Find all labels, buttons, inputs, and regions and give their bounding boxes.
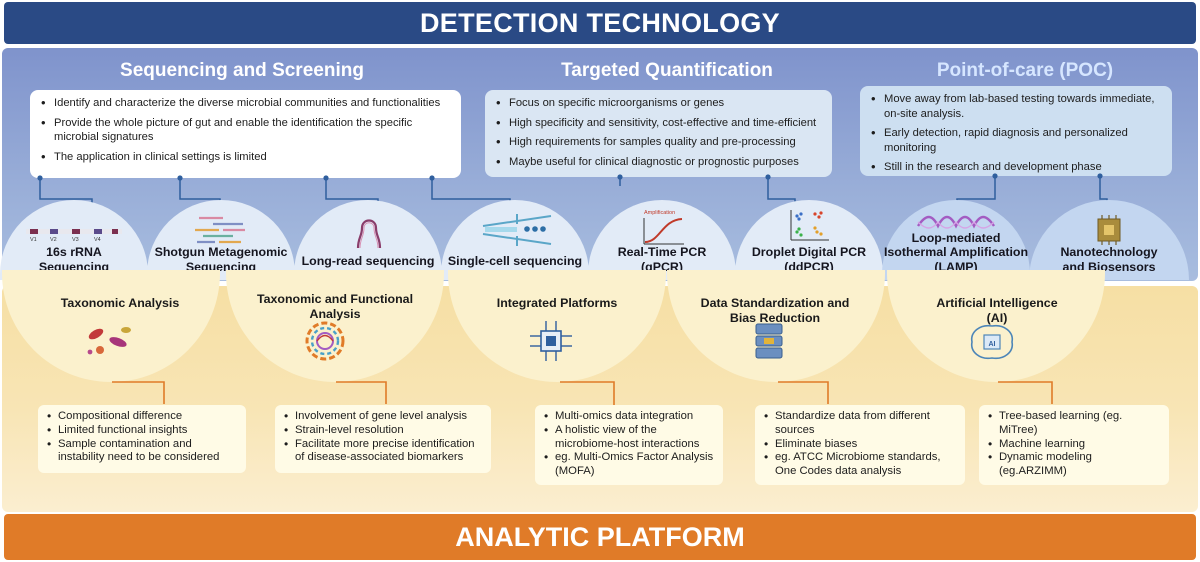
analytic-title-line: Data Standardization and <box>700 296 850 310</box>
analytic-title-line: Taxonomic and Functional <box>256 292 414 306</box>
analytic-bullet: eg. Multi-Omics Factor Analysis (MOFA) <box>544 450 715 479</box>
sequencing-bullet: Identify and characterize the diverse mi… <box>41 95 451 111</box>
analytic-title-functional: Taxonomic and Functional Analysis <box>240 292 430 322</box>
analytic-bullet: Multi-omics data integration <box>544 409 715 424</box>
gene-label: V2 <box>50 237 57 242</box>
analytic-title-line: Bias Reduction <box>729 310 821 325</box>
database-icon <box>755 323 783 359</box>
analytic-bullet: A holistic view of the microbiome-host i… <box>544 423 715 452</box>
gene-label: V4 <box>94 237 101 242</box>
sequencing-info-box: Identify and characterize the diverse mi… <box>30 90 461 178</box>
chip-icon <box>1097 215 1121 245</box>
analytic-bullet: Facilitate more precise identification o… <box>284 437 483 466</box>
bacteria-icon <box>87 327 131 355</box>
quantification-info-box: Focus on specific microorganisms or gene… <box>485 90 832 177</box>
analytic-box-standardization: Standardize data from different sources … <box>755 405 965 485</box>
analytic-box-ai: Tree-based learning (eg. MiTree) Machine… <box>979 405 1169 485</box>
analytic-bullet: Sample contamination and instability nee… <box>47 437 238 466</box>
technique-label-line: Shotgun Metagenomic <box>154 245 288 260</box>
technique-label-line: Droplet Digital PCR <box>751 245 867 260</box>
analytic-bullet: Machine learning <box>988 437 1161 452</box>
analytic-box-integrated: Multi-omics data integration A holistic … <box>535 405 723 485</box>
analytic-title-line: (AI) <box>986 310 1008 325</box>
analytic-box-taxonomic: Compositional difference Limited functio… <box>38 405 246 473</box>
analytic-title-line: Analysis <box>309 306 361 321</box>
dna-loop-icon <box>917 215 995 229</box>
poc-bullet: Early detection, rapid diagnosis and per… <box>871 125 1162 155</box>
technique-label-line: Nanotechnology <box>1060 245 1158 260</box>
sequencing-bullet: The application in clinical settings is … <box>41 149 451 165</box>
dna-fragments-icon <box>195 216 245 244</box>
analytic-bullet: Limited functional insights <box>47 423 238 438</box>
analytic-box-functional: Involvement of gene level analysis Strai… <box>275 405 491 473</box>
technique-label-line: Real-Time PCR <box>617 245 707 260</box>
quantification-bullet: High specificity and sensitivity, cost-e… <box>496 115 822 131</box>
technique-label-line: Isothermal Amplification <box>883 245 1029 260</box>
sequencing-bullet: Provide the whole picture of gut and ena… <box>41 115 451 145</box>
microfluidic-icon <box>482 214 552 246</box>
gene-label: V1 <box>30 237 37 242</box>
sequencing-section-title: Sequencing and Screening <box>120 60 364 81</box>
technique-label-line: 16s rRNA <box>46 245 102 260</box>
circular-genome-icon <box>305 321 345 361</box>
technique-label-line: Loop-mediated <box>911 230 1001 245</box>
dna-strand-icon <box>356 219 382 249</box>
quantification-bullet: Maybe useful for clinical diagnostic or … <box>496 154 822 170</box>
quantification-bullet: High requirements for samples quality an… <box>496 134 822 150</box>
analytic-bullet: eg. ATCC Microbiome standards, One Codes… <box>764 450 957 479</box>
processor-icon <box>530 321 572 361</box>
analytic-bullet: Standardize data from different sources <box>764 409 957 438</box>
analytic-title-line: Integrated Platforms <box>496 296 618 310</box>
analytic-bullet: Tree-based learning (eg. MiTree) <box>988 409 1161 438</box>
analytic-bullet: Strain-level resolution <box>284 423 483 438</box>
quantification-bullet: Focus on specific microorganisms or gene… <box>496 95 822 111</box>
analytic-title-standardization: Data Standardization and Bias Reduction <box>680 296 870 326</box>
poc-info-box: Move away from lab-based testing towards… <box>860 86 1172 176</box>
scatter-plot-icon <box>790 210 829 241</box>
analytic-bullet: Dynamic modeling (eg.ARZIMM) <box>988 450 1161 479</box>
gene-label: V3 <box>72 237 79 242</box>
ai-brain-icon: AI <box>970 324 1014 360</box>
poc-bullet: Move away from lab-based testing towards… <box>871 91 1162 121</box>
analytic-title-taxonomic: Taxonomic Analysis <box>30 296 210 311</box>
quantification-section-title: Targeted Quantification <box>561 60 773 81</box>
gene-bar-icon: V1 V2 V3 V4 <box>26 229 122 242</box>
ai-chip-label: AI <box>989 341 996 348</box>
analytic-bullet: Involvement of gene level analysis <box>284 409 483 424</box>
analytic-bullet: Compositional difference <box>47 409 238 424</box>
analytic-title-integrated: Integrated Platforms <box>462 296 652 311</box>
analytic-platform-banner: ANALYTIC PLATFORM <box>4 514 1196 560</box>
analytic-title-ai: Artificial Intelligence (AI) <box>902 296 1092 326</box>
amplification-curve-icon: Amplification <box>643 210 684 245</box>
analytic-title-line: Artificial Intelligence <box>936 296 1058 310</box>
detection-technology-banner: DETECTION TECHNOLOGY <box>4 2 1196 44</box>
poc-section-title: Point-of-care (POC) <box>936 60 1114 81</box>
analytic-bullet: Eliminate biases <box>764 437 957 452</box>
technique-label: Single-cell sequencing <box>447 253 583 268</box>
analytic-title-line: Taxonomic Analysis <box>60 296 180 310</box>
poc-bullet: Still in the research and development ph… <box>871 159 1162 175</box>
technique-label: Long-read sequencing <box>301 253 435 268</box>
amplification-label: Amplification <box>644 210 675 216</box>
